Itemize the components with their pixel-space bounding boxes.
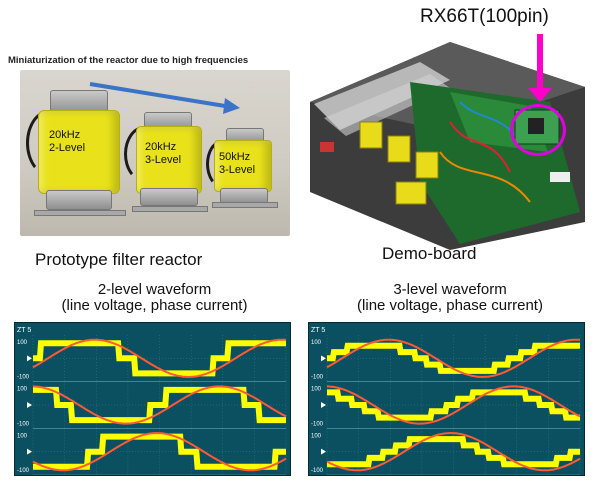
three-level-waveform-title: 3-level waveform (line voltage, phase cu… — [357, 281, 543, 314]
mounting-foot — [34, 210, 126, 216]
line-voltage-trace — [33, 433, 286, 470]
three-level-oscilloscope: ZT 5 100 -100 100 -100 100 -100 — [308, 322, 585, 476]
mcu-pointer-arrowhead-icon — [528, 88, 552, 102]
coil-bracket — [46, 190, 112, 210]
channel-marker-icon — [321, 448, 326, 455]
line-voltage-trace — [327, 389, 580, 421]
demo-board-caption: Demo-board — [382, 244, 477, 263]
three-level-waveform-plot: ZT 5 100 -100 100 -100 100 -100 — [311, 327, 581, 475]
phase-current-trace — [32, 338, 287, 379]
scope-axis-label: 100 — [17, 387, 28, 393]
channel-marker-icon — [321, 355, 326, 362]
scope-axis-label: 100 — [17, 340, 28, 346]
phase-current-trace — [33, 385, 287, 425]
mounting-foot — [212, 202, 278, 208]
mounting-foot — [132, 206, 208, 212]
reactor-caption: Prototype filter reactor — [35, 250, 203, 269]
scope-axis-label: -100 — [311, 468, 324, 474]
scope-axis-label: 100 — [311, 340, 322, 346]
two-level-waveform-plot: ZT 5 100 -100 100 -100 100 -100 — [17, 327, 287, 475]
size-reduction-arrow-icon — [89, 82, 240, 114]
scope-axis-label: 100 — [311, 387, 322, 393]
channel-marker-icon — [27, 355, 32, 362]
phase-current-trace — [32, 431, 287, 472]
line-voltage-trace — [327, 342, 580, 374]
two-level-oscilloscope: ZT 5 100 -100 100 -100 100 -100 — [14, 322, 291, 476]
scope-scale-header: ZT 5 — [311, 327, 325, 334]
scope-axis-label: -100 — [17, 375, 30, 381]
mcu-pointer-arrow-icon — [537, 34, 543, 92]
scope-axis-label: -100 — [311, 421, 324, 427]
mcu-label: RX66T(100pin) — [420, 6, 549, 27]
two-level-waveform-title: 2-level waveform (line voltage, phase cu… — [61, 281, 248, 314]
phase-current-trace — [326, 338, 581, 379]
scope-axis-label: -100 — [311, 375, 324, 381]
scope-axis-label: -100 — [17, 421, 30, 427]
reactor-miniaturization-caption: Miniaturization of the reactor due to hi… — [8, 55, 249, 66]
phase-current-trace — [326, 431, 581, 472]
line-voltage-trace — [33, 386, 286, 424]
scope-axis-label: -100 — [17, 468, 30, 474]
channel-marker-icon — [321, 402, 326, 408]
phase-current-trace — [327, 385, 581, 425]
channel-marker-icon — [27, 402, 32, 408]
mcu-highlight-ring — [510, 104, 566, 156]
scope-axis-label: 100 — [311, 433, 322, 439]
coil-bracket — [140, 188, 198, 206]
scope-axis-label: 100 — [17, 433, 28, 439]
scope-scale-header: ZT 5 — [17, 327, 31, 334]
line-voltage-trace — [327, 436, 580, 468]
channel-marker-icon — [27, 448, 32, 455]
